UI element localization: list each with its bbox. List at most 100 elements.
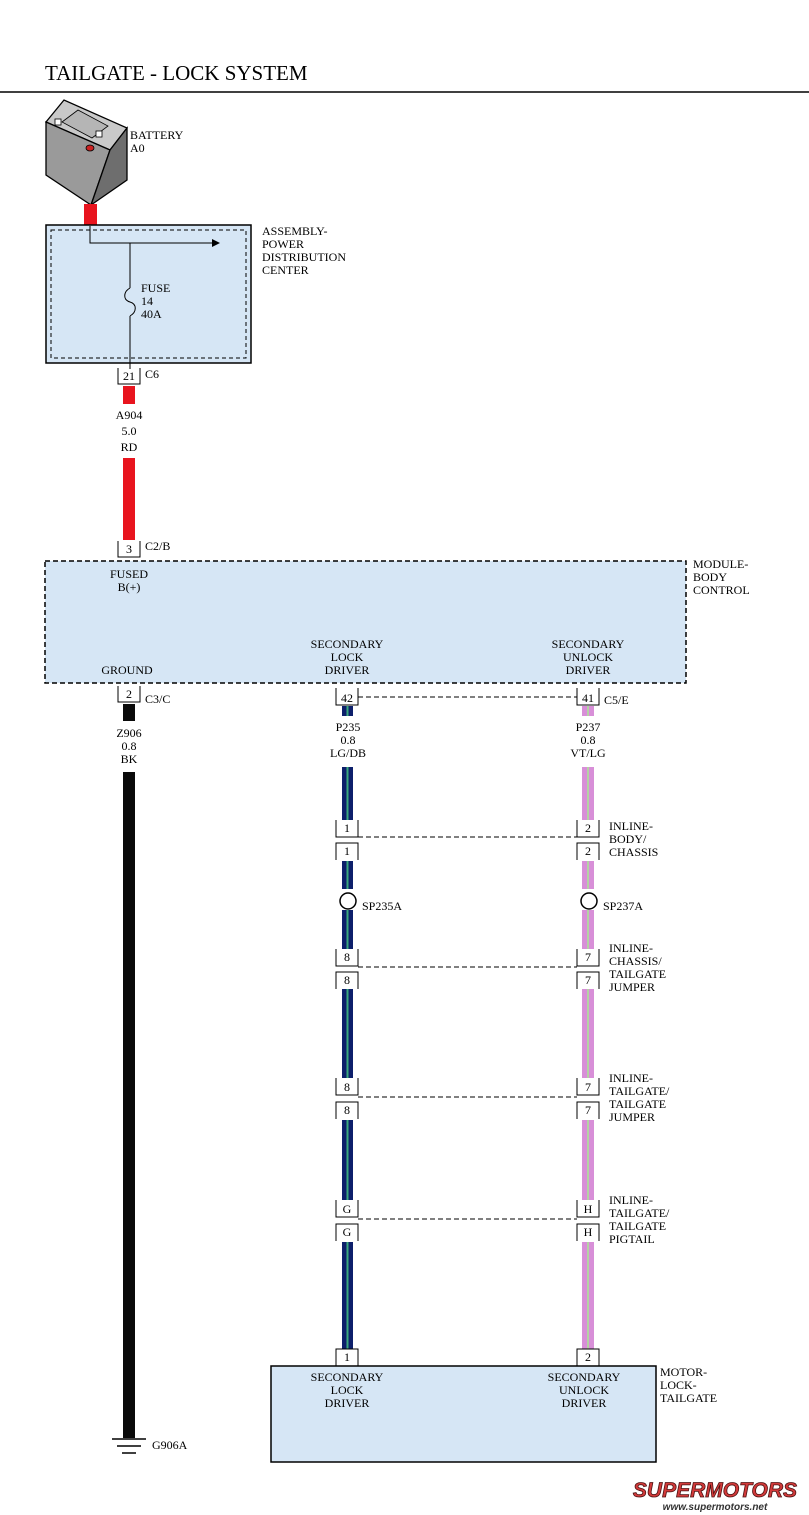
supermotors-logo: SUPERMOTORS www.supermotors.net xyxy=(633,1479,798,1513)
inline4-label-3: TAILGATE xyxy=(609,1219,666,1233)
motor-lock-pin: 1 xyxy=(344,1350,350,1364)
c5e-unlock-pin: 41 xyxy=(582,691,594,705)
c5e-connector: C5/E xyxy=(604,693,629,707)
inline-tailgate-tailgate-jumper xyxy=(335,1078,600,1119)
inline2-label-2: CHASSIS/ xyxy=(609,954,662,968)
p237-color: VT/LG xyxy=(570,746,606,760)
fuse-label: FUSE xyxy=(141,281,170,295)
bcm-lock-label-2: LOCK xyxy=(331,650,364,664)
inline1-label-1: INLINE- xyxy=(609,819,653,833)
z906-wire xyxy=(123,772,135,1438)
p237-circuit: P237 xyxy=(576,720,601,734)
splice-left-icon xyxy=(339,892,357,910)
inline2-right-bottom: 7 xyxy=(585,973,591,987)
z906-circuit: Z906 xyxy=(116,726,141,740)
battery-wire xyxy=(84,204,97,226)
inline3-right-bottom: 7 xyxy=(585,1103,591,1117)
ground-id: G906A xyxy=(152,1438,188,1452)
a904-wire xyxy=(123,458,135,540)
inline2-label-1: INLINE- xyxy=(609,941,653,955)
inline3-label-1: INLINE- xyxy=(609,1071,653,1085)
inline3-label-2: TAILGATE/ xyxy=(609,1084,670,1098)
fuse-number: 14 xyxy=(141,294,153,308)
inline4-label-2: TAILGATE/ xyxy=(609,1206,670,1220)
inline2-right-top: 7 xyxy=(585,950,591,964)
c6-pin: 21 xyxy=(123,369,135,383)
inline4-label-4: PIGTAIL xyxy=(609,1232,655,1246)
motor-unlock-pin-box xyxy=(576,1348,600,1366)
motor-lock-label-3: DRIVER xyxy=(325,1396,370,1410)
fused-b-plus: B(+) xyxy=(118,580,141,594)
battery-icon xyxy=(44,99,129,207)
motor-label-2: LOCK- xyxy=(660,1378,697,1392)
inline4-right-bottom: H xyxy=(584,1225,593,1239)
bcm-unlock-label-2: UNLOCK xyxy=(563,650,613,664)
splice-right-label: SP237A xyxy=(603,899,643,913)
bcm-lock-label-1: SECONDARY xyxy=(311,637,384,651)
inline3-label-4: JUMPER xyxy=(609,1110,655,1124)
c3c-pin: 2 xyxy=(126,687,132,701)
z906-gauge: 0.8 xyxy=(122,739,137,753)
watermark-brand: SUPERMOTORS xyxy=(633,1479,797,1502)
bcm-unlock-label-3: DRIVER xyxy=(566,663,611,677)
ground-icon xyxy=(112,1438,146,1454)
motor-lock-tailgate xyxy=(270,1365,657,1463)
a904-circuit: A904 xyxy=(116,408,143,422)
z906-color: BK xyxy=(121,752,138,766)
c3c-pin-box xyxy=(117,686,141,703)
bus-line xyxy=(89,226,212,244)
motor-unlock-label-2: UNLOCK xyxy=(559,1383,609,1397)
inline4-left-top: G xyxy=(343,1202,352,1216)
motor-label-1: MOTOR- xyxy=(660,1365,707,1379)
p235-wire xyxy=(342,706,353,1349)
c3c-connector: C3/C xyxy=(145,692,170,706)
inline3-right-top: 7 xyxy=(585,1080,591,1094)
p235-circuit: P235 xyxy=(336,720,361,734)
splice-left-label: SP235A xyxy=(362,899,402,913)
power-distribution-center xyxy=(45,224,252,364)
c6-connector: C6 xyxy=(145,367,159,381)
inline4-label-1: INLINE- xyxy=(609,1193,653,1207)
pdc-inner-outline xyxy=(50,229,247,359)
p237-gauge: 0.8 xyxy=(581,733,596,747)
bcm-lock-label-3: DRIVER xyxy=(325,663,370,677)
inline1-label-2: BODY/ xyxy=(609,832,647,846)
pdc-label-4: CENTER xyxy=(262,263,309,277)
motor-lock-label-2: LOCK xyxy=(331,1383,364,1397)
bcm-unlock-label-1: SECONDARY xyxy=(552,637,625,651)
splice-right-icon xyxy=(580,892,598,910)
body-control-module xyxy=(44,560,687,684)
motor-unlock-label-3: DRIVER xyxy=(562,1396,607,1410)
inline2-label-4: JUMPER xyxy=(609,980,655,994)
inline2-left-bottom: 8 xyxy=(344,973,350,987)
motor-unlock-label-1: SECONDARY xyxy=(548,1370,621,1384)
p235-color: LG/DB xyxy=(330,746,366,760)
pdc-label-2: POWER xyxy=(262,237,304,251)
ground-label: GROUND xyxy=(101,663,153,677)
motor-label-3: TAILGATE xyxy=(660,1391,717,1405)
p235-gauge: 0.8 xyxy=(341,733,356,747)
inline-chassis-tailgate-jumper xyxy=(335,949,600,989)
inline-body-chassis xyxy=(335,820,600,860)
z906-wire-top xyxy=(123,704,135,721)
c2b-pin-box xyxy=(117,541,141,558)
inline4-left-bottom: G xyxy=(343,1225,352,1239)
motor-lock-pin-box xyxy=(335,1348,359,1366)
motor-unlock-pin: 2 xyxy=(585,1350,591,1364)
pdc-label-3: DISTRIBUTION xyxy=(262,250,346,264)
a904-color: RD xyxy=(121,440,138,454)
battery-label: BATTERY xyxy=(130,128,184,142)
inline2-left-top: 8 xyxy=(344,950,350,964)
bcm-label-1: MODULE- xyxy=(693,557,748,571)
inline3-label-3: TAILGATE xyxy=(609,1097,666,1111)
p237-wire xyxy=(582,706,594,1349)
bcm-label-3: CONTROL xyxy=(693,583,750,597)
inline1-right-bottom: 2 xyxy=(585,844,591,858)
motor-lock-label-1: SECONDARY xyxy=(311,1370,384,1384)
watermark-url: www.supermotors.net xyxy=(663,1502,768,1513)
inline3-left-bottom: 8 xyxy=(344,1103,350,1117)
inline1-right-top: 2 xyxy=(585,821,591,835)
inline1-label-3: CHASSIS xyxy=(609,845,658,859)
a904-wire-top xyxy=(123,386,135,404)
page-title: TAILGATE - LOCK SYSTEM xyxy=(45,61,308,85)
